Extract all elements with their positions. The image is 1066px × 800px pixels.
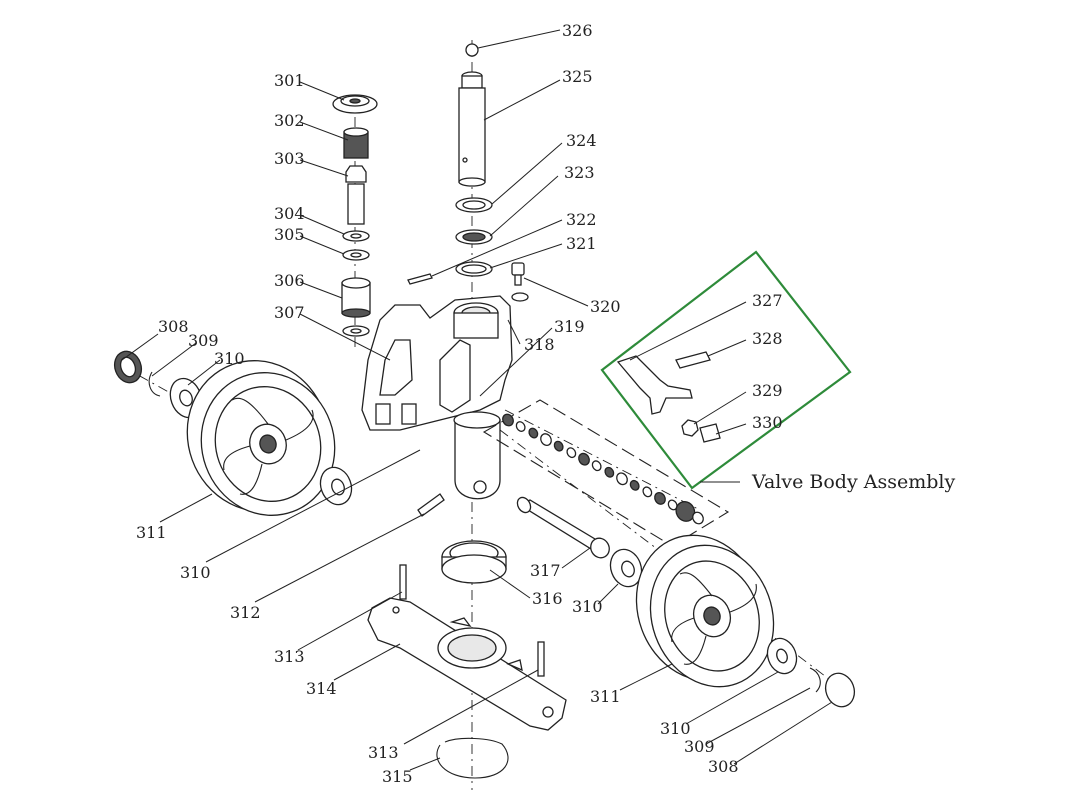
part-313-pin-left <box>399 564 407 600</box>
label-304: 304 <box>274 204 305 223</box>
valve-component <box>692 511 704 525</box>
part-306-bushing <box>341 277 371 318</box>
label-307: 307 <box>274 303 305 322</box>
label-309-top: 309 <box>188 331 219 350</box>
valve-component <box>578 452 590 466</box>
part-328-pin <box>675 351 711 369</box>
label-329: 329 <box>752 381 783 400</box>
part-308-cap-right <box>824 672 856 708</box>
label-311-left: 311 <box>136 523 167 542</box>
label-303: 303 <box>274 149 305 168</box>
label-310-center: 310 <box>572 597 603 616</box>
part-322-pin <box>407 273 433 285</box>
part-320-screw <box>511 262 529 302</box>
label-309-right: 309 <box>684 737 715 756</box>
part-316-bearing-ring <box>441 540 507 584</box>
label-326: 326 <box>562 21 593 40</box>
label-328: 328 <box>752 329 783 348</box>
part-330-screw <box>699 423 721 443</box>
part-305-washer <box>342 249 370 261</box>
part-312-pin <box>417 493 445 517</box>
part-317-axle <box>516 496 610 559</box>
part-303-pin <box>347 183 365 225</box>
valve-component <box>502 413 514 427</box>
valve-component <box>642 486 653 498</box>
label-317: 317 <box>530 561 561 580</box>
valve-component <box>667 499 678 511</box>
label-312: 312 <box>230 603 261 622</box>
label-313-upper: 313 <box>274 647 305 666</box>
label-327: 327 <box>752 291 783 310</box>
label-324: 324 <box>566 131 597 150</box>
part-302-seal <box>343 127 369 159</box>
part-303-nut <box>345 165 367 183</box>
part-labels: 301 302 303 304 305 306 307 308 309 310 … <box>136 21 955 786</box>
valve-component <box>616 472 628 486</box>
label-330: 330 <box>752 413 783 432</box>
label-320: 320 <box>590 297 621 316</box>
valve-body-assembly-highlight <box>600 250 852 490</box>
valve-component <box>566 447 577 459</box>
label-308-top: 308 <box>158 317 189 336</box>
label-311-right: 311 <box>590 687 621 706</box>
part-310-bearing-left-inner <box>319 466 353 506</box>
label-321: 321 <box>566 234 597 253</box>
part-307-ring <box>342 325 370 337</box>
valve-component <box>604 466 615 478</box>
valve-component <box>528 427 539 439</box>
pump-body <box>361 295 513 500</box>
part-321-ring <box>455 261 493 277</box>
label-318: 318 <box>524 335 555 354</box>
valve-component <box>654 491 666 505</box>
part-315-retaining-ring <box>436 737 509 779</box>
part-304-washer <box>342 230 370 242</box>
valve-body-assembly-caption: Valve Body Assembly <box>751 471 955 493</box>
valve-component <box>553 440 564 452</box>
label-302: 302 <box>274 111 305 130</box>
part-323-seal <box>455 229 493 245</box>
label-310-left-low: 310 <box>180 563 211 582</box>
label-308-right: 308 <box>708 757 739 776</box>
part-326-ball <box>465 43 479 57</box>
part-309-clip-right <box>809 667 821 693</box>
label-301: 301 <box>274 71 305 90</box>
valve-component <box>629 479 640 491</box>
label-313-lower: 313 <box>368 743 399 762</box>
part-311-wheel-left <box>186 360 336 516</box>
label-310-right: 310 <box>660 719 691 738</box>
valve-parts-row <box>482 399 730 547</box>
part-314-base-frame <box>367 597 567 731</box>
label-323: 323 <box>564 163 595 182</box>
valve-component <box>515 421 526 432</box>
leader-lines <box>121 29 833 771</box>
part-310-bearing-right <box>766 637 798 675</box>
part-308-cap-left <box>113 350 143 384</box>
valve-component <box>591 460 602 472</box>
label-305: 305 <box>274 225 305 244</box>
label-319: 319 <box>554 317 585 336</box>
part-329-nut <box>681 419 699 437</box>
label-325: 325 <box>562 67 593 86</box>
part-309-clip-left <box>148 371 161 397</box>
label-306: 306 <box>274 271 305 290</box>
part-327-lever <box>616 355 693 415</box>
valve-component <box>675 501 696 522</box>
valve-component <box>540 433 552 447</box>
label-310-top-left: 310 <box>214 349 245 368</box>
part-313-pin-right <box>537 641 545 677</box>
label-315: 315 <box>382 767 413 786</box>
part-311-wheel-right <box>635 534 775 688</box>
label-316: 316 <box>532 589 563 608</box>
label-322: 322 <box>566 210 597 229</box>
part-324-seal <box>455 197 493 213</box>
part-310-bearing-right-inner <box>609 548 643 588</box>
part-325-piston-rod <box>458 71 486 187</box>
label-314: 314 <box>306 679 337 698</box>
